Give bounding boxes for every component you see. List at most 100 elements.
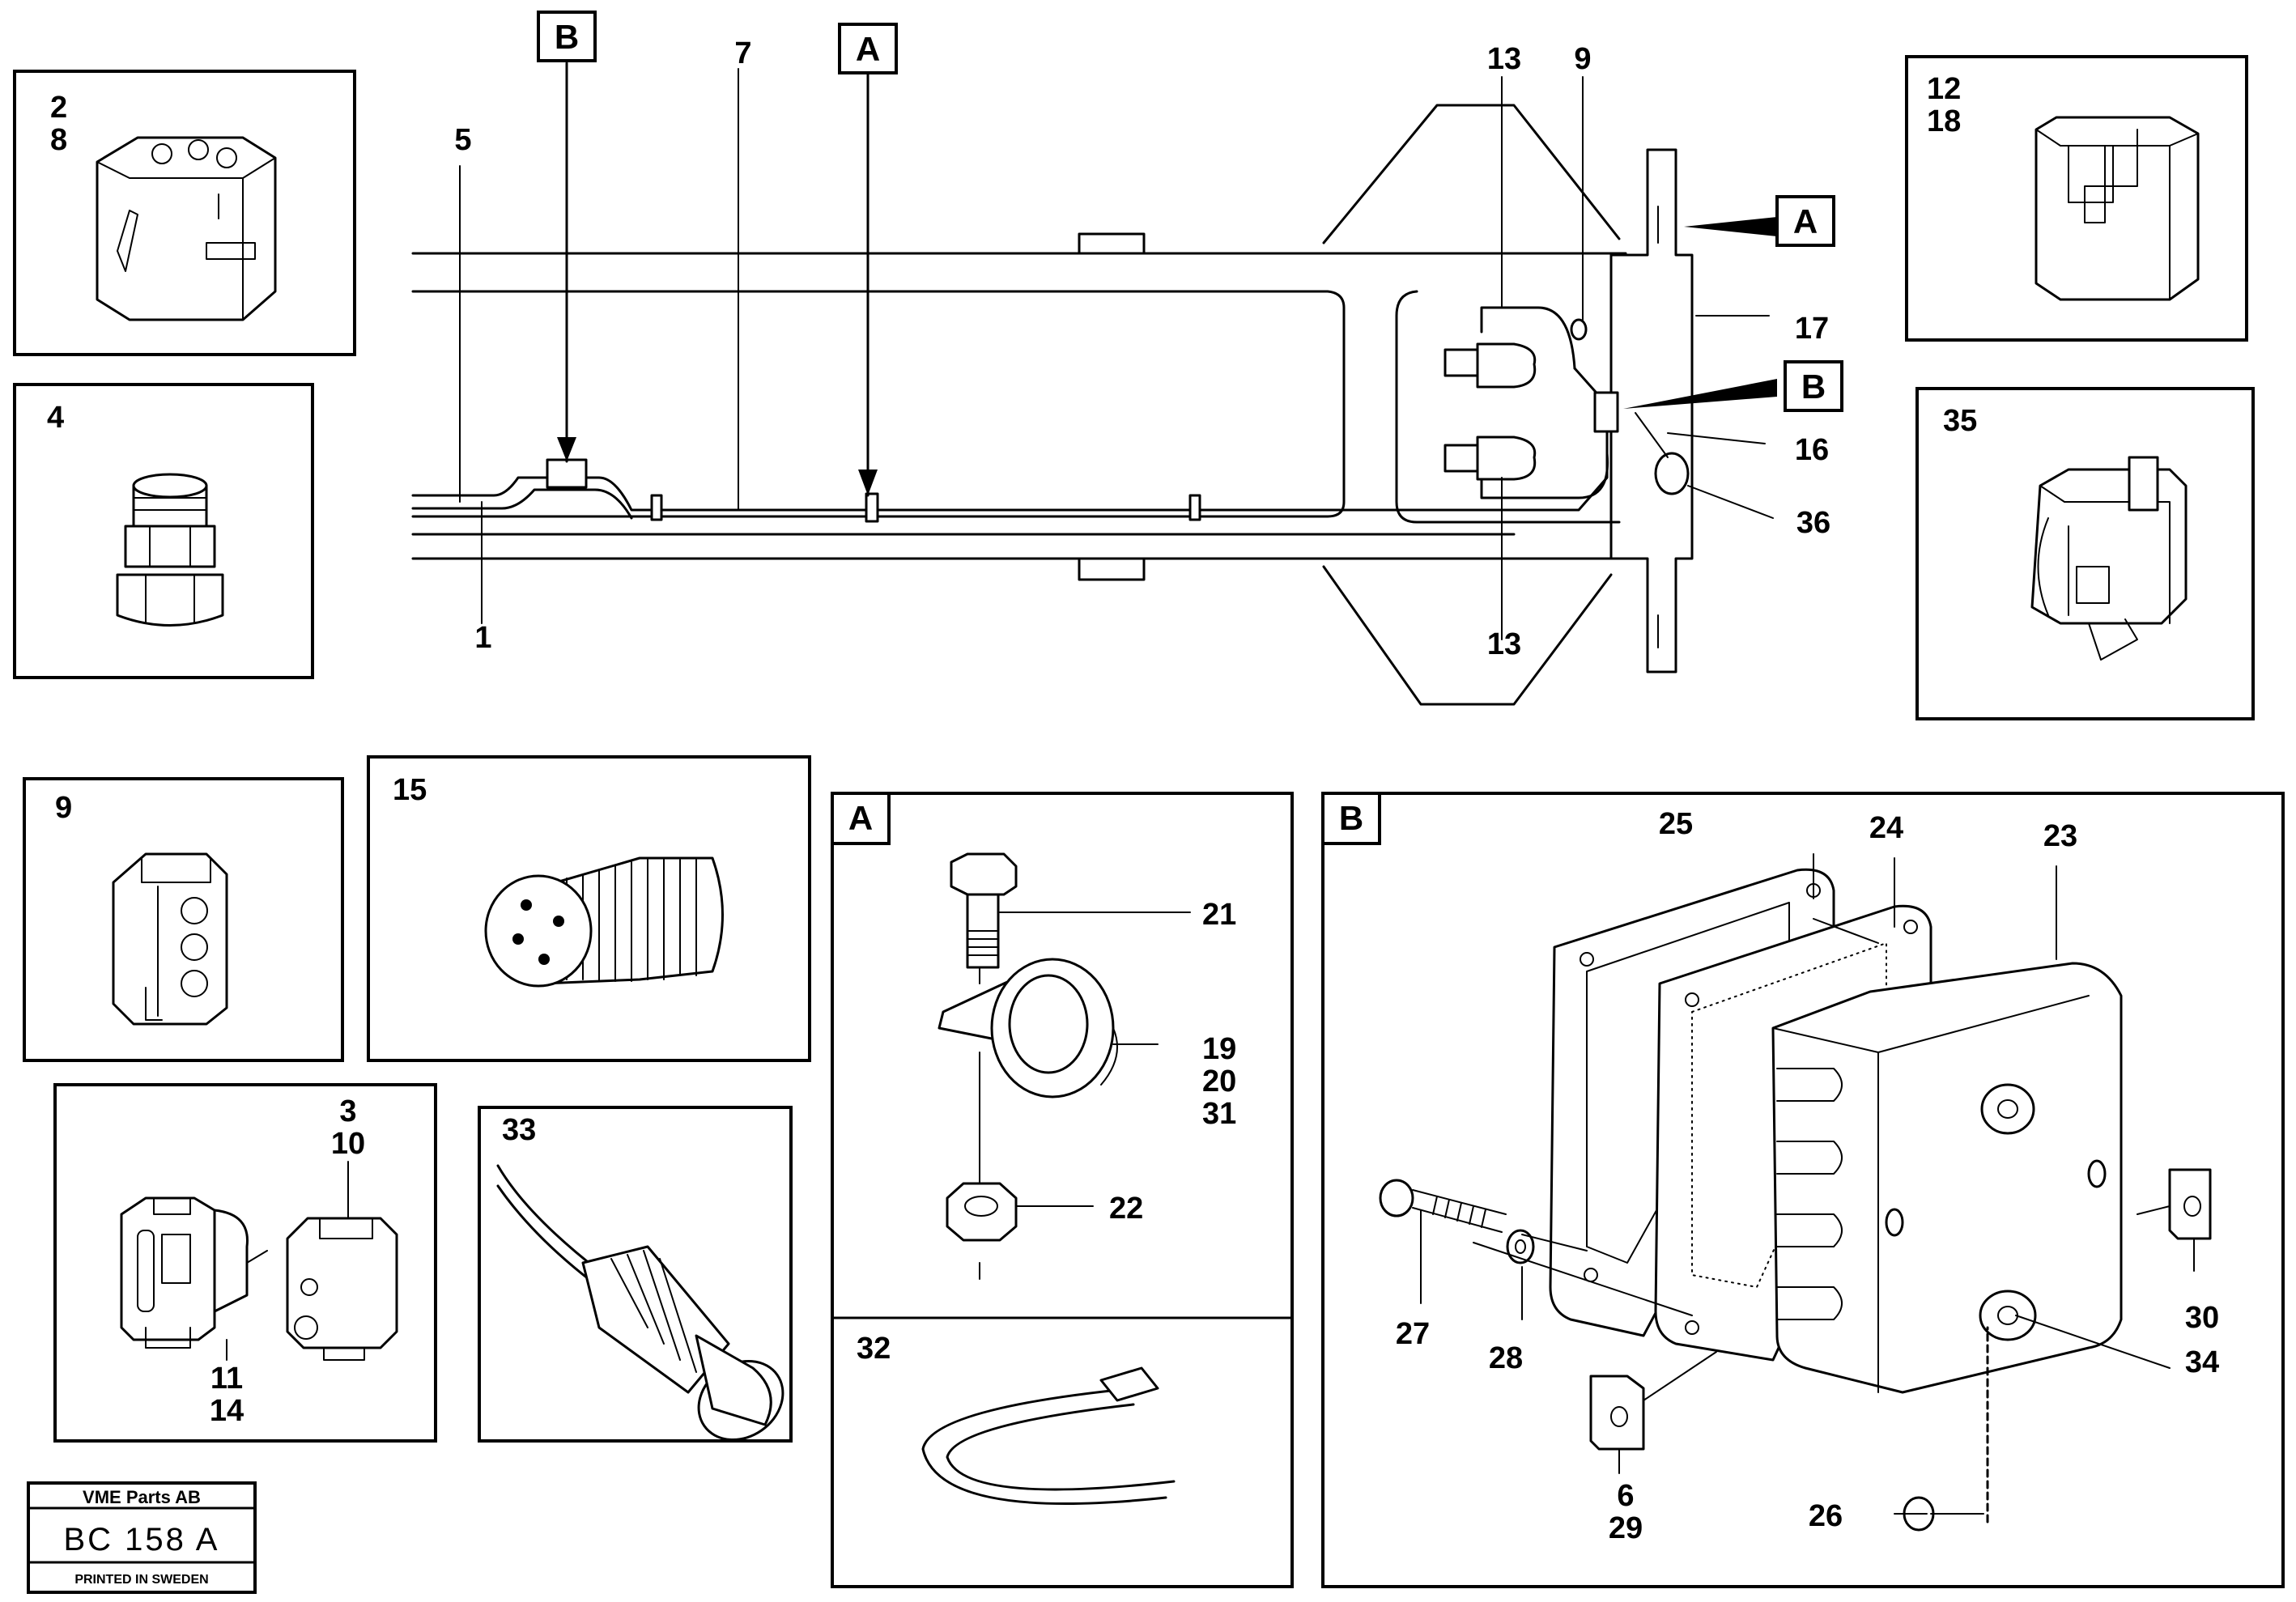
callout-16: 16 — [1795, 433, 1829, 467]
inset-9-label: 9 — [55, 791, 72, 825]
cable-harness — [411, 367, 1609, 520]
connector-part-2 — [96, 136, 277, 321]
leader-16 — [1667, 432, 1766, 444]
rail-bracket-bottom — [1078, 557, 1146, 581]
inset-11-14: 3 10 11 14 — [53, 1083, 437, 1443]
detail-b-label-23: 23 — [2043, 819, 2077, 853]
nut-part-22 — [946, 1182, 1018, 1242]
inset-9: 9 — [23, 777, 344, 1062]
detail-b-label-29: 29 — [1609, 1511, 1643, 1545]
marker-a-right-box — [1775, 195, 1835, 247]
inset-35: 35 — [1915, 387, 2255, 720]
inset-11-14-label-3: 3 — [339, 1094, 356, 1128]
detail-b-leaders — [1420, 853, 2195, 1515]
clip-nut-part-30 — [2168, 1168, 2212, 1240]
detail-a-label-20: 20 — [1202, 1064, 1236, 1098]
inset-4-label: 4 — [47, 401, 64, 435]
connector-part-35 — [2030, 456, 2188, 661]
detail-a-label-31: 31 — [1202, 1097, 1236, 1131]
inset-12-18: 12 18 — [1905, 55, 2248, 342]
chassis-diagram: B A A B 5 1 7 13 13 9 17 16 36 — [411, 11, 1843, 706]
inset-2-8-label-2: 8 — [50, 123, 67, 157]
connector-plug-part-15 — [484, 856, 724, 988]
cover-part-23 — [1771, 962, 2123, 1394]
detail-b-title: B — [1339, 799, 1363, 837]
callout-7: 7 — [734, 36, 751, 70]
detail-b-label-28: 28 — [1489, 1341, 1523, 1375]
callout-13-bottom: 13 — [1487, 627, 1521, 661]
detail-a-title: A — [848, 799, 873, 837]
marker-a-top-box — [838, 23, 898, 74]
arrow-b-right — [1623, 379, 1777, 409]
inset-35-label: 35 — [1943, 404, 1977, 438]
frame-rail-upper — [411, 252, 1627, 518]
inset-11-14-label-14: 14 — [210, 1394, 244, 1428]
marker-b-top: B — [555, 18, 579, 56]
inset-4: 4 — [13, 383, 314, 679]
bracket-grommet-part-19 — [938, 958, 1118, 1098]
detail-b: B — [1321, 792, 2285, 1588]
marker-b-right-box — [1784, 360, 1843, 412]
connector-part-3 — [286, 1217, 398, 1361]
title-block: VME Parts AB BC 158 A PRINTED IN SWEDEN — [27, 1481, 257, 1594]
detail-a-title-box — [831, 792, 891, 845]
bolt-part-21 — [950, 852, 1018, 969]
inset-12-18-label-1: 12 — [1927, 72, 1961, 106]
arrow-a-head — [858, 470, 878, 495]
crossmember-top — [1322, 104, 1621, 244]
cable-tie-part-32 — [921, 1366, 1176, 1505]
detail-b-label-25: 25 — [1659, 807, 1693, 841]
leader-36 — [1687, 485, 1774, 519]
detail-b-title-box — [1321, 792, 1381, 845]
inset-15: 15 — [367, 755, 811, 1062]
inset-11-14-label-10: 10 — [331, 1127, 365, 1161]
callout-36: 36 — [1796, 506, 1830, 540]
cable-clip-1 — [650, 494, 663, 521]
detail-a: A 21 19 20 31 22 32 — [831, 792, 1294, 1588]
lamp-socket-upper — [1444, 342, 1537, 389]
title-block-printed: PRINTED IN SWEDEN — [74, 1573, 208, 1587]
screw-part-27 — [1379, 1179, 1507, 1233]
washer-part-28 — [1506, 1229, 1535, 1264]
connector-part-12 — [2035, 116, 2200, 301]
detail-b-label-26: 26 — [1809, 1499, 1843, 1533]
title-block-drawing-number: BC 158 A — [63, 1522, 219, 1557]
cable-branch-upper — [1480, 306, 1576, 370]
clip-nut-part-6 — [1589, 1375, 1645, 1451]
rail-bracket-top — [1078, 232, 1146, 255]
detail-b-label-6: 6 — [1617, 1479, 1634, 1513]
detail-b-label-30: 30 — [2185, 1301, 2219, 1335]
callout-5: 5 — [454, 123, 471, 157]
frame-rail-lower — [411, 533, 1613, 560]
callout-9: 9 — [1574, 42, 1591, 76]
inset-2-8: 2 8 — [13, 70, 356, 356]
marker-a-top: A — [856, 30, 880, 68]
inset-2-8-label-1: 2 — [50, 91, 67, 125]
connector-part-9 — [112, 852, 228, 1026]
grommet-9 — [1570, 318, 1588, 341]
connector-box-b — [546, 458, 588, 489]
detail-a-label-21: 21 — [1202, 898, 1236, 932]
clip-a — [865, 492, 879, 523]
vertical-beam — [1609, 148, 1694, 674]
cable-gland-part-4 — [116, 473, 224, 627]
sensor-part-33 — [496, 1164, 784, 1442]
detail-b-label-34: 34 — [2185, 1345, 2219, 1379]
inset-15-label: 15 — [393, 773, 427, 807]
detail-b-label-24: 24 — [1869, 811, 1903, 845]
crossmember-plate — [1395, 290, 1621, 524]
lamp-socket-lower — [1444, 436, 1537, 481]
title-block-company: VME Parts AB — [83, 1487, 201, 1507]
inset-32-label: 32 — [857, 1332, 891, 1366]
cable-branch-lower — [1480, 452, 1609, 499]
callout-1: 1 — [474, 621, 491, 655]
bracket-16 — [1635, 412, 1669, 458]
crossmember-bottom — [1322, 565, 1613, 706]
marker-a-right: A — [1793, 202, 1818, 240]
arrow-b-head — [557, 437, 576, 461]
inset-11-14-leaders — [226, 1161, 349, 1361]
arrow-a-right — [1684, 217, 1777, 236]
inset-11-14-label-11: 11 — [210, 1362, 243, 1396]
detail-b-label-27: 27 — [1396, 1317, 1430, 1351]
marker-b-right: B — [1801, 368, 1826, 406]
